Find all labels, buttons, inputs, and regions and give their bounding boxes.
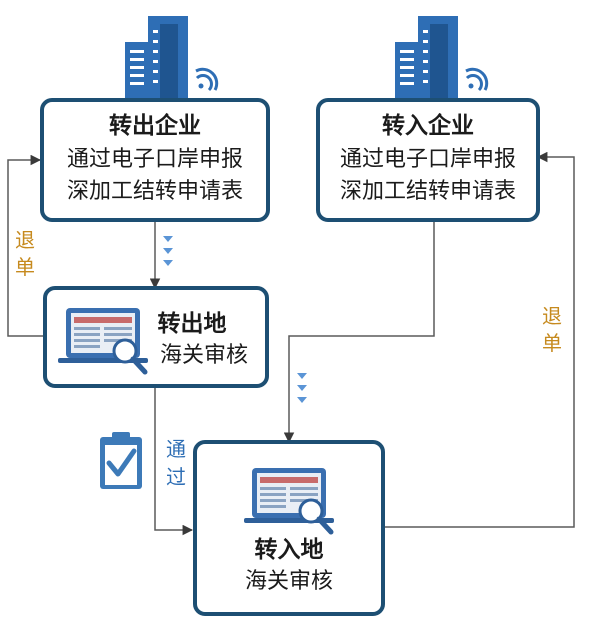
node-line: 海关审核 xyxy=(245,569,333,594)
edge-label-char: 过 xyxy=(166,465,186,489)
pass-label: 通 过 xyxy=(166,437,186,489)
building-icon xyxy=(395,16,458,100)
chevron-down-icon xyxy=(297,373,307,403)
edge-label-char: 退 xyxy=(15,228,35,252)
chevron-down-icon xyxy=(163,236,173,266)
edge-label-char: 通 xyxy=(166,437,186,461)
wifi-icon xyxy=(195,67,219,92)
edge-return-left xyxy=(7,154,45,337)
node-line: 通过电子口岸申报 xyxy=(340,147,516,172)
clipboard-check-icon xyxy=(100,432,142,489)
edge-pass xyxy=(154,387,194,536)
edge-label-char: 退 xyxy=(542,304,562,328)
node-title: 转入地 xyxy=(255,536,324,563)
node-line: 通过电子口岸申报 xyxy=(67,147,243,172)
edge-return-right xyxy=(383,151,575,528)
node-line: 海关审核 xyxy=(160,343,248,368)
node-import-enterprise: 转入企业 通过电子口岸申报 深加工结转申请表 xyxy=(316,98,540,222)
edge-label-char: 单 xyxy=(542,331,562,355)
return-label-left: 退 单 xyxy=(15,228,35,279)
node-line: 深加工结转申请表 xyxy=(67,179,243,204)
edge-import-to-customs xyxy=(283,222,435,444)
node-title: 转出企业 xyxy=(109,112,201,139)
magnifier-icon xyxy=(112,338,148,375)
building-icon xyxy=(125,16,188,100)
connectors xyxy=(7,151,575,536)
node-title: 转入企业 xyxy=(382,112,474,139)
return-label-right: 退 单 xyxy=(542,304,562,355)
node-title: 转出地 xyxy=(158,310,227,337)
node-export-customs: 转出地 海关审核 xyxy=(43,286,269,388)
magnifier-icon xyxy=(298,498,334,535)
node-import-customs: 转入地 海关审核 xyxy=(193,440,385,616)
node-export-enterprise: 转出企业 通过电子口岸申报 深加工结转申请表 xyxy=(40,98,270,222)
node-line: 深加工结转申请表 xyxy=(340,179,516,204)
wifi-icon xyxy=(465,67,489,92)
edge-label-char: 单 xyxy=(15,255,35,279)
